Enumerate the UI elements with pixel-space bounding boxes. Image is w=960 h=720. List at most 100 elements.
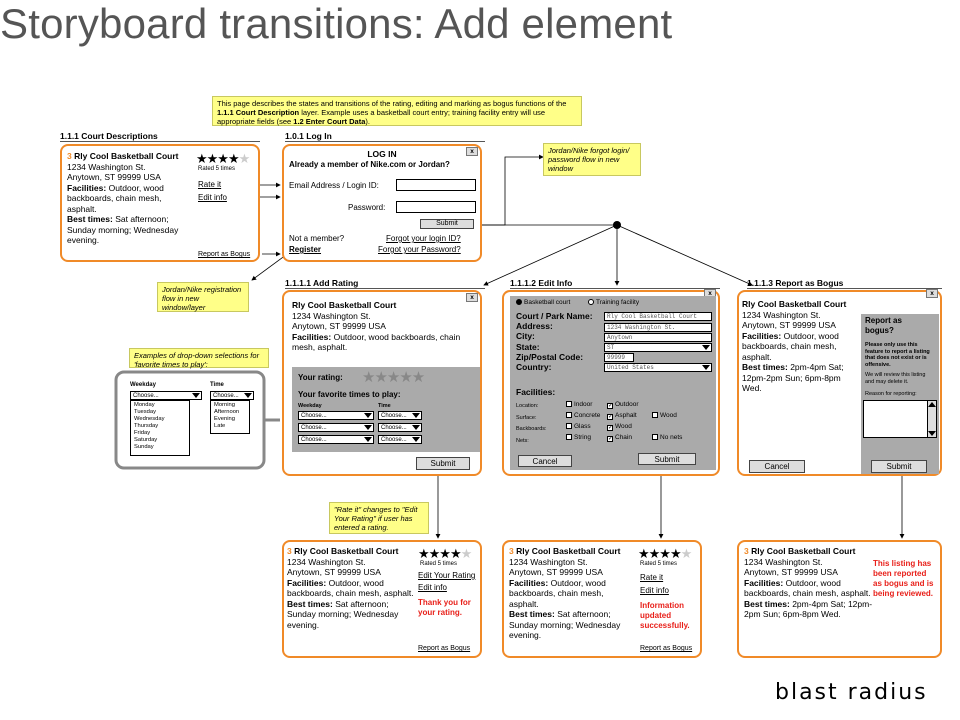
weekday-column-label: Weekday <box>298 403 322 409</box>
wood-surface-checkbox[interactable]: Wood <box>652 412 677 419</box>
option-sunday[interactable]: Sunday <box>134 444 154 450</box>
weekday-select[interactable]: Choose... <box>298 435 374 444</box>
register-link[interactable]: Register <box>289 245 322 254</box>
option-afternoon[interactable]: Afternoon <box>214 409 240 415</box>
info-updated-message: Information updated successfully. <box>640 601 690 630</box>
scroll-down-icon[interactable] <box>928 431 936 436</box>
submit-button[interactable]: Submit <box>871 460 927 473</box>
court-name: Rly Cool Basketball Court <box>742 299 847 309</box>
scroll-up-icon[interactable] <box>928 402 936 407</box>
weekday-select[interactable]: Choose... <box>298 423 374 432</box>
submit-button[interactable]: Submit <box>416 457 470 470</box>
state-select[interactable]: ST <box>604 343 712 352</box>
court-name-field[interactable]: Rly Cool Basketball Court <box>604 312 712 321</box>
close-icon[interactable]: x <box>466 293 478 302</box>
intro-note: This page describes the states and trans… <box>212 96 582 126</box>
option-thursday[interactable]: Thursday <box>134 423 159 429</box>
close-icon[interactable]: x <box>926 289 938 298</box>
time-select[interactable]: Choose... <box>378 423 422 432</box>
chain-checkbox[interactable]: ✓Chain <box>607 434 632 442</box>
star-empty-icon: ★ <box>238 151 251 166</box>
no-nets-label: No nets <box>660 434 683 441</box>
court-name[interactable]: Rly Cool Basketball Court <box>516 546 621 556</box>
court-name[interactable]: Rly Cool Basketball Court <box>74 151 179 161</box>
indoor-label: Indoor <box>574 401 593 408</box>
option-morning[interactable]: Morning <box>214 402 235 408</box>
scrollbar[interactable] <box>927 401 936 437</box>
login-card: x LOG IN Already a member of Nike.com or… <box>282 144 482 262</box>
option-monday[interactable]: Monday <box>134 402 155 408</box>
option-evening[interactable]: Evening <box>214 416 235 422</box>
option-wednesday[interactable]: Wednesday <box>134 416 165 422</box>
intro-note-ref1: 1.1.1 Court Description <box>217 108 300 117</box>
indoor-checkbox[interactable]: Indoor <box>566 401 592 408</box>
cancel-button[interactable]: Cancel <box>749 460 805 473</box>
forgot-login-link[interactable]: Forgot your login ID? <box>386 234 461 243</box>
edit-info-link[interactable]: Edit info <box>198 193 227 202</box>
radio-training[interactable]: Training facility <box>588 299 639 306</box>
weekday-select[interactable]: Choose... <box>130 391 202 400</box>
email-field[interactable] <box>396 179 476 191</box>
state-label: State: <box>516 341 540 352</box>
court-name[interactable]: Rly Cool Basketball Court <box>294 546 399 556</box>
wood-backboard-checkbox[interactable]: ✓Wood <box>607 423 632 431</box>
asphalt-checkbox[interactable]: ✓Asphalt <box>607 412 637 420</box>
rating-stars-input[interactable]: ★★★★★ <box>362 369 425 386</box>
city-field[interactable]: Anytown <box>604 333 712 342</box>
facilities-value: Outdoor, wood backboards, chain mesh, as… <box>292 331 461 353</box>
string-label: String <box>574 434 591 441</box>
facilities-label: Facilities: <box>742 330 782 341</box>
string-checkbox[interactable]: String <box>566 434 591 441</box>
report-bogus-link[interactable]: Report as Bogus <box>640 645 693 652</box>
reason-textarea[interactable] <box>863 400 937 438</box>
password-field[interactable] <box>396 201 476 213</box>
email-label: Email Address / Login ID: <box>289 181 379 190</box>
address-field[interactable]: 1234 Washington St. <box>604 323 712 332</box>
login-question: Already a member of Nike.com or Jordan? <box>289 160 450 169</box>
facilities-value: Outdoor, wood backboards, chain mesh, as… <box>287 577 414 599</box>
zip-field[interactable]: 99999 <box>604 353 634 362</box>
country-label: Country: <box>516 362 552 373</box>
country-select[interactable]: United States <box>604 363 712 372</box>
close-icon[interactable]: x <box>466 147 478 156</box>
time-label: Time <box>210 382 224 388</box>
report-bogus-link[interactable]: Report as Bogus <box>198 251 251 258</box>
glass-checkbox[interactable]: Glass <box>566 423 591 430</box>
report-bogus-link[interactable]: Report as Bogus <box>418 645 471 652</box>
star-empty-icon: ★ <box>460 546 473 561</box>
section-log-in: 1.0.1 Log In <box>285 131 332 141</box>
outdoor-checkbox[interactable]: ✓Outdoor <box>607 401 639 409</box>
edit-info-link[interactable]: Edit info <box>640 586 669 595</box>
intro-note-text3: ). <box>365 117 370 126</box>
section-edit-info: 1.1.1.2 Edit Info <box>510 278 573 288</box>
submit-button[interactable]: Submit <box>638 453 696 465</box>
rate-it-link[interactable]: Rate it <box>198 180 222 189</box>
weekday-select[interactable]: Choose... <box>298 411 374 420</box>
facilities-value: Outdoor, wood backboards, chain mesh, as… <box>742 330 839 362</box>
time-select[interactable]: Choose... <box>378 435 422 444</box>
time-select[interactable]: Choose... <box>210 391 254 400</box>
no-nets-checkbox[interactable]: No nets <box>652 434 682 441</box>
court-address1: 1234 Washington St. <box>292 310 371 321</box>
time-select[interactable]: Choose... <box>378 411 422 420</box>
best-times-label: Best times: <box>67 214 113 224</box>
submit-button[interactable]: Submit <box>420 219 474 229</box>
edit-rating-link[interactable]: Edit Your Rating <box>418 571 476 580</box>
option-friday[interactable]: Friday <box>134 430 151 436</box>
best-times-value: 2pm-4pm Sat; 12pm-2pm Sun; 6pm-8pm Wed. <box>742 362 844 393</box>
option-saturday[interactable]: Saturday <box>134 437 158 443</box>
rate-it-link[interactable]: Rate it <box>640 573 664 582</box>
court-address2: Anytown, ST 99999 USA <box>292 321 386 331</box>
cancel-button[interactable]: Cancel <box>518 455 572 467</box>
radio-basketball[interactable]: Basketball court <box>516 299 570 306</box>
concrete-checkbox[interactable]: Concrete <box>566 412 600 419</box>
report-heading: Report as bogus? <box>865 316 902 335</box>
option-tuesday[interactable]: Tuesday <box>134 409 157 415</box>
forgot-password-link[interactable]: Forgot your Password? <box>378 245 461 254</box>
thank-you-message: Thank you for your rating. <box>418 598 471 617</box>
option-late[interactable]: Late <box>214 423 226 429</box>
court-name[interactable]: Rly Cool Basketball Court <box>751 546 856 556</box>
edit-info-link[interactable]: Edit info <box>418 583 447 592</box>
forgot-note: Jordan/Nike forgot login/ password flow … <box>543 143 641 176</box>
facilities-label: Facilities: <box>67 182 107 193</box>
